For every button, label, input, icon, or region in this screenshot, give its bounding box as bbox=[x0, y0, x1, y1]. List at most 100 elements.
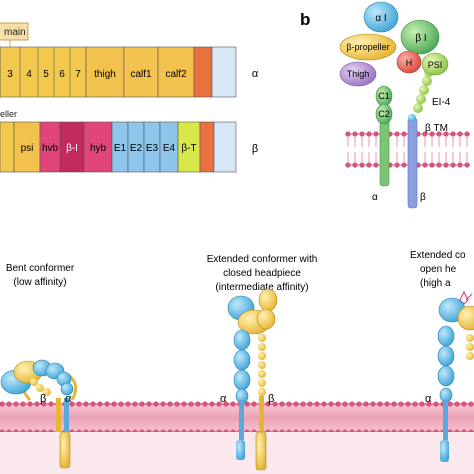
panel-b-beta-label: β bbox=[420, 192, 426, 203]
alpha-domain-3: 3 bbox=[7, 69, 13, 80]
lipid-head bbox=[195, 401, 201, 407]
lipid-head bbox=[265, 401, 271, 407]
bent-title-line1: Bent conformer bbox=[6, 263, 75, 274]
lipid-head bbox=[391, 401, 397, 407]
alpha-domain-4: 4 bbox=[26, 69, 32, 80]
lipid-head bbox=[335, 401, 341, 407]
beta-domain-hyb: hyb bbox=[90, 143, 107, 154]
lipid-head bbox=[356, 401, 362, 407]
lipid-head bbox=[328, 401, 334, 407]
lipid-head bbox=[293, 401, 299, 407]
psi-domain bbox=[421, 52, 449, 76]
domain-callout: main bbox=[0, 22, 29, 47]
c1-label: C1 bbox=[378, 91, 390, 101]
open-title-line2: open he bbox=[420, 264, 457, 275]
lipid-head bbox=[370, 401, 376, 407]
lipid-head bbox=[223, 401, 229, 407]
beta-i-domain bbox=[400, 19, 440, 55]
psi-label: PSI bbox=[428, 60, 443, 70]
lipid-head bbox=[244, 401, 250, 407]
closed-title-line2: closed headpiece bbox=[223, 268, 301, 279]
lipid-head bbox=[321, 401, 327, 407]
lipid-head bbox=[398, 401, 404, 407]
lipid-head bbox=[412, 401, 418, 407]
alpha-i-domain bbox=[363, 1, 399, 33]
lipid-head bbox=[125, 401, 131, 407]
alpha-domain-calf1: calf1 bbox=[130, 69, 152, 80]
panel-b-membrane bbox=[345, 131, 470, 168]
domain-callout-text: main bbox=[4, 27, 26, 38]
panel-b-beta-leg: EI-4 β TM β bbox=[407, 67, 451, 209]
beta-i-label: β I bbox=[415, 33, 426, 44]
lipid-head bbox=[349, 401, 355, 407]
lipid-head bbox=[209, 401, 215, 407]
lipid-head bbox=[251, 401, 257, 407]
hybrid-label: H bbox=[406, 58, 413, 68]
lipid-head bbox=[447, 401, 453, 407]
thigh-label: Thigh bbox=[347, 69, 370, 79]
closed-title-line1: Extended conformer with bbox=[207, 254, 318, 265]
lipid-head bbox=[132, 401, 138, 407]
bent-title-line2: (low affinity) bbox=[13, 277, 66, 288]
beta-domain-psi: psi bbox=[21, 143, 34, 154]
lipid-head bbox=[342, 401, 348, 407]
lipid-head bbox=[6, 401, 12, 407]
lipid-head bbox=[307, 401, 313, 407]
lipid-head bbox=[118, 401, 124, 407]
alpha-subunit-bar: 3 4 5 6 7 thigh calf1 calf2 bbox=[0, 46, 237, 98]
panel-b-integrin-structure: b C1 C2 α bbox=[300, 1, 470, 209]
lipid-head bbox=[153, 401, 159, 407]
alpha-bar-label: α bbox=[252, 68, 259, 80]
alpha-domain-thigh: thigh bbox=[94, 69, 116, 80]
bent-beta-label: β bbox=[40, 393, 46, 405]
lipid-head bbox=[202, 401, 208, 407]
lipid-head bbox=[90, 401, 96, 407]
lipid-head bbox=[426, 401, 432, 407]
alpha-domain-7: 7 bbox=[75, 69, 81, 80]
open-headpiece-conformer: α bbox=[425, 290, 474, 462]
closed-headpiece-conformer: α β bbox=[220, 288, 278, 471]
lipid-head bbox=[174, 401, 180, 407]
c2-label: C2 bbox=[378, 109, 390, 119]
lipid-head bbox=[286, 401, 292, 407]
lipid-head bbox=[363, 401, 369, 407]
beta-domain-beta-i: β-I bbox=[66, 143, 78, 154]
lipid-head bbox=[27, 401, 33, 407]
lipid-head bbox=[111, 401, 117, 407]
beta-domain-beta-t: β-T bbox=[181, 143, 196, 154]
open-alpha-label: α bbox=[425, 393, 432, 405]
lipid-head bbox=[314, 401, 320, 407]
lipid-head bbox=[461, 401, 467, 407]
lipid-head bbox=[167, 401, 173, 407]
thigh-domain bbox=[339, 61, 377, 87]
lipid-head bbox=[433, 401, 439, 407]
lipid-head bbox=[97, 401, 103, 407]
alpha-i-label: α I bbox=[375, 13, 386, 24]
lipid-head bbox=[76, 401, 82, 407]
panel-b-label: b bbox=[300, 10, 310, 29]
lipid-head bbox=[139, 401, 145, 407]
closed-beta-label: β bbox=[268, 393, 274, 405]
alpha-domain-6: 6 bbox=[59, 69, 65, 80]
beta-domain-e3: E3 bbox=[146, 143, 159, 154]
beta-propeller-fragment: eller bbox=[0, 109, 17, 119]
bent-alpha-label: α bbox=[65, 393, 72, 405]
alpha-domain-5: 5 bbox=[43, 69, 49, 80]
lipid-head bbox=[419, 401, 425, 407]
beta-bar-label: β bbox=[252, 143, 258, 155]
lipid-head bbox=[20, 401, 26, 407]
lipid-head bbox=[48, 401, 54, 407]
lipid-head bbox=[160, 401, 166, 407]
panel-b-alpha-leg: C1 C2 α bbox=[372, 85, 393, 203]
lipid-head bbox=[216, 401, 222, 407]
lipid-head bbox=[69, 401, 75, 407]
lipid-head bbox=[104, 401, 110, 407]
panel-c-membrane bbox=[0, 401, 474, 474]
lipid-head bbox=[146, 401, 152, 407]
open-title-line3: (high a bbox=[420, 278, 451, 289]
lipid-head bbox=[41, 401, 47, 407]
beta-domain-e4: E4 bbox=[163, 143, 176, 154]
beta-domain-hvb: hvb bbox=[42, 143, 59, 154]
lipid-head bbox=[405, 401, 411, 407]
